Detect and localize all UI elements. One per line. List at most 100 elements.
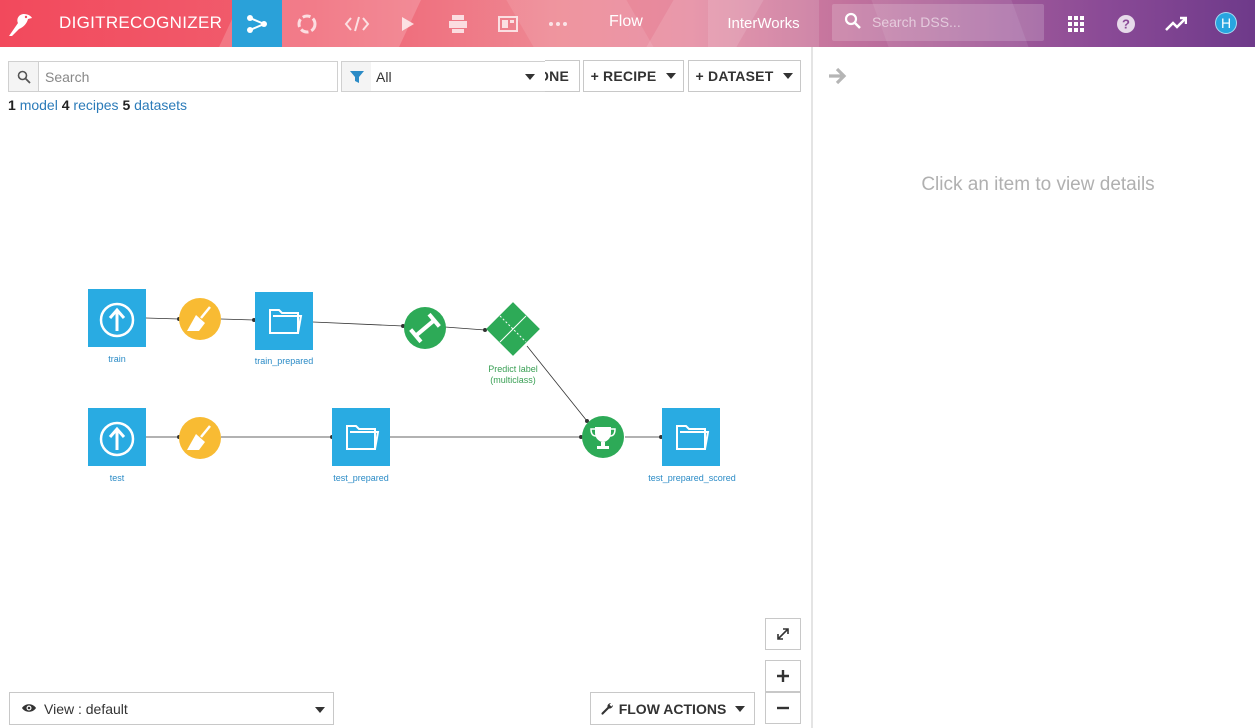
chevron-down-icon [666,73,677,79]
project-name[interactable]: DIGITRECOGNIZER [59,13,223,32]
notebook-icon [449,14,467,33]
broom-icon [187,306,211,331]
node-label-train-prepared: train_prepared [255,356,314,366]
add-recipe-button[interactable]: + RECIPE [583,60,684,92]
add-dataset-button[interactable]: + DATASET [688,60,801,92]
lab-icon [297,14,317,33]
search-icon-cell [9,62,39,91]
node-label-model-line1: Predict label [488,364,538,374]
folder-icon [269,309,303,334]
add-dataset-label: + DATASET [695,68,774,84]
zoom-in-button[interactable] [765,660,801,692]
details-empty-message: Click an item to view details [921,174,1155,195]
current-view-label[interactable]: Flow [609,13,643,30]
dataset-node-test[interactable]: test [88,408,146,483]
flow-search-box[interactable] [8,61,338,92]
recipes-link[interactable]: recipes [73,97,119,113]
datasets-link[interactable]: datasets [134,97,188,113]
lab-nav-button[interactable] [282,0,332,47]
dataset-node-test-prepared[interactable]: test_prepared [332,408,390,483]
dataset-node-train[interactable]: train [88,289,146,364]
dataset-node-train-prepared[interactable]: train_prepared [255,292,314,366]
expand-icon [777,628,789,640]
prepare-recipe-node-test[interactable] [179,417,221,459]
top-navigation-bar: DIGITRECOGNIZER [0,0,1255,47]
details-panel: Click an item to view details [813,47,1255,728]
dataset-count: 5 [122,97,131,113]
flow-icon [247,14,267,33]
global-search[interactable] [832,4,1044,41]
filter-type-value: All [376,69,392,85]
node-label-test: test [110,473,125,483]
user-avatar[interactable]: H [1215,12,1237,34]
eye-icon [22,704,36,712]
flow-edges [145,317,661,438]
help-icon: ? [1117,15,1135,33]
prepare-recipe-node-train[interactable] [179,298,221,340]
dataset-node-test-prepared-scored[interactable]: test_prepared_scored [648,408,736,483]
run-icon [402,16,414,31]
recipe-count: 4 [61,97,70,113]
chevron-down-icon [525,74,535,80]
zone-button[interactable]: ONE [545,60,580,92]
chevron-down-icon [735,705,746,712]
broom-icon [187,425,211,450]
node-label-test-prepared-scored: test_prepared_scored [648,473,736,483]
dataiku-bird-logo[interactable] [6,9,36,39]
score-recipe-node[interactable] [582,416,624,458]
svg-text:?: ? [1122,17,1130,32]
saved-model-node[interactable]: Predict label (multiclass) [486,302,540,385]
fullscreen-button[interactable] [765,618,801,650]
models-link[interactable]: model [19,97,58,113]
instance-name[interactable]: InterWorks [708,0,819,47]
wrench-icon [601,702,613,715]
flow-pane: All ONE + RECIPE + DATASET 1 model 4 rec… [0,47,811,728]
run-nav-button[interactable] [382,0,432,47]
dumbbell-icon [409,312,441,344]
help-button[interactable]: ? [1110,8,1142,40]
code-icon [344,16,370,31]
filter-type-select[interactable]: All [371,61,546,92]
view-mode-value: View : default [44,701,128,717]
notebook-nav-button[interactable] [433,0,483,47]
chevron-down-icon [783,73,794,79]
folder-icon [346,425,380,450]
flow-search-input[interactable] [45,67,325,87]
add-recipe-label: + RECIPE [590,68,657,84]
chevron-down-icon [315,707,325,713]
search-icon [844,12,861,29]
arrow-right-icon[interactable] [827,66,849,86]
flow-actions-label: FLOW ACTIONS [618,700,727,717]
folder-icon [676,425,710,450]
model-icon [499,315,527,343]
plus-icon [777,670,789,682]
filter-funnel-icon [349,70,364,83]
code-nav-button[interactable] [332,0,382,47]
node-label-train: train [108,354,126,364]
dashboard-icon [498,15,518,32]
apps-menu-button[interactable] [1060,8,1092,40]
node-label-model-line2: (multiclass) [490,375,536,385]
flow-actions-button[interactable]: FLOW ACTIONS [590,692,755,725]
dashboard-nav-button[interactable] [483,0,533,47]
activity-button[interactable] [1160,8,1192,40]
global-search-input[interactable] [872,12,1032,32]
trending-up-icon [1165,16,1187,31]
zoom-out-button[interactable] [765,692,801,724]
view-mode-select[interactable]: View : default [9,692,334,725]
more-icon [549,21,567,26]
train-recipe-node[interactable] [404,307,446,349]
flow-graph: train train_prepared [88,289,736,483]
model-count: 1 [8,97,16,113]
node-label-test-prepared: test_prepared [333,473,389,483]
search-icon [17,70,31,84]
trophy-icon [590,427,616,449]
flow-summary: 1 model 4 recipes 5 datasets [8,97,187,113]
upload-icon [99,421,135,457]
minus-icon [777,706,789,710]
more-nav-button[interactable] [533,0,583,47]
apps-grid-icon [1068,16,1084,32]
flow-nav-button[interactable] [232,0,282,47]
zone-button-label: ONE [545,68,569,84]
pane-divider[interactable] [811,47,813,728]
